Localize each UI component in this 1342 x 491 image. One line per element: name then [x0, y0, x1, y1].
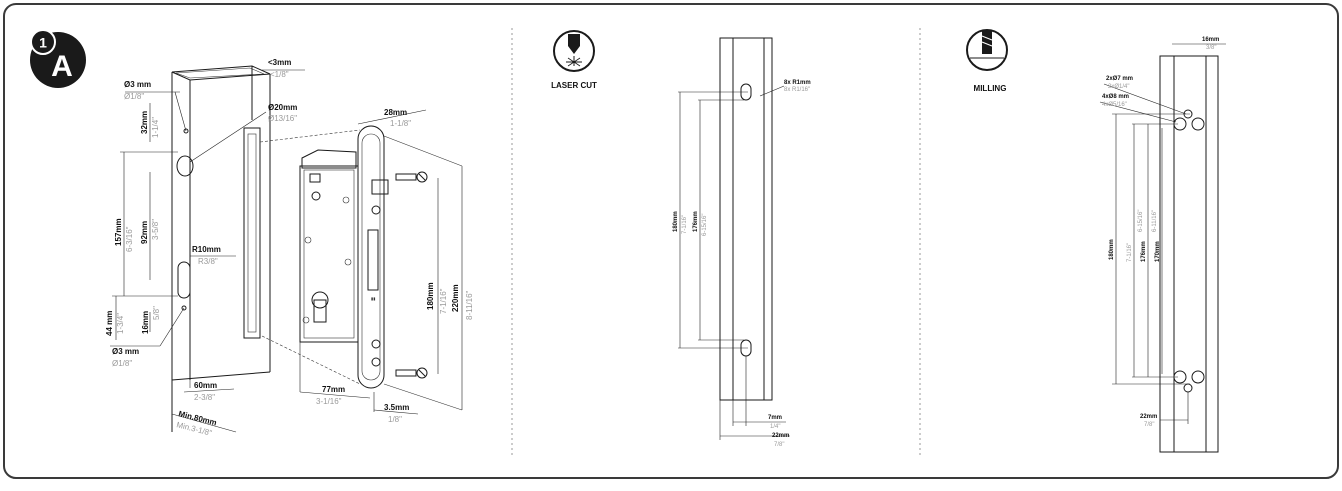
label-16: 16mm: [141, 311, 150, 334]
step-badge: 1 A: [30, 29, 86, 88]
label-hole3-bottom: Ø3 mm: [112, 347, 139, 356]
label-wall-imp: <1/8": [270, 70, 289, 79]
milling-icon: [966, 29, 1008, 71]
label-laser-22-imp: 7/8": [774, 442, 784, 448]
label-laser-180-imp: 7-1/16": [682, 215, 688, 234]
label-laser-slot-imp: 8x R1/16": [784, 87, 810, 93]
label-mill-h8: 4xØ8 mm: [1102, 94, 1129, 100]
label-16-imp: 5/8": [152, 306, 161, 320]
label-35: 3.5mm: [384, 403, 409, 412]
step-letter: A: [51, 50, 73, 83]
label-laser-176: 176mm: [693, 211, 699, 232]
label-32-imp: 1-1/4": [151, 117, 160, 138]
label-laser-180: 180mm: [673, 211, 679, 232]
label-r10-imp: R3/8": [198, 257, 218, 266]
svg-text:▮▮: ▮▮: [371, 296, 375, 301]
label-r10: R10mm: [192, 245, 221, 254]
label-180-imp: 7-1/16": [439, 288, 448, 314]
label-157-imp: 6-3/16": [125, 226, 134, 252]
label-60-imp: 2-3/8": [194, 393, 215, 402]
label-mill-h7: 2xØ7 mm: [1106, 76, 1133, 82]
milling-dimensions: 16mm 3/8" 2xØ7 mm 2xØ1/4" 4xØ8 mm 4xØ5/1…: [1099, 37, 1226, 428]
label-hole20: Ø20mm: [268, 103, 297, 112]
label-mill-180: 180mm: [1109, 239, 1115, 260]
label-60: 60mm: [194, 381, 217, 390]
label-mill-h8-imp: 4xØ5/16": [1102, 102, 1127, 108]
laser-icon: [553, 30, 595, 72]
label-wall: <3mm: [268, 58, 291, 67]
label-hole20-imp: Ø13/16": [268, 114, 297, 123]
label-28-imp: 1-1/8": [390, 119, 411, 128]
label-mill-170-imp: 6-11/16": [1152, 210, 1158, 232]
label-hole3-bottom-imp: Ø1/8": [112, 359, 132, 368]
lock-body-drawing: ▮▮: [259, 125, 428, 389]
label-28: 28mm: [384, 108, 407, 117]
frame-border: [3, 3, 1339, 479]
label-mill-180-imp: 7-1/16": [1127, 243, 1133, 262]
lock-dimensions: 28mm 1-1/8" 180mm 7-1/16" 220mm 8-11/16"…: [299, 108, 474, 424]
label-mill-176-imp: 6-15/16": [1138, 210, 1144, 232]
label-44-imp: 1-3/4": [116, 313, 125, 334]
tube-drawing: [171, 65, 271, 432]
laser-cut-label: LASER CUT: [551, 81, 597, 90]
label-laser-176-imp: 6-15/16": [702, 214, 708, 236]
label-mill-176: 176mm: [1141, 241, 1147, 262]
label-92-imp: 3-5/8": [151, 219, 160, 240]
label-180: 180mm: [426, 282, 435, 310]
label-laser-7: 7mm: [768, 415, 782, 421]
label-mill-170: 170mm: [1155, 241, 1161, 262]
tube-dimensions: Ø3 mm Ø1/8" <3mm <1/8" Ø20mm Ø13/16" R10…: [105, 58, 305, 438]
label-92: 92mm: [140, 221, 149, 244]
label-77: 77mm: [322, 385, 345, 394]
laser-profile-drawing: [719, 37, 773, 401]
label-220: 220mm: [451, 284, 460, 312]
label-77-imp: 3-1/16": [316, 397, 342, 406]
label-157: 157mm: [114, 218, 123, 246]
laser-dimensions: 8x R1mm 8x R1/16" 180mm 7-1/16" 176mm 6-…: [673, 80, 811, 448]
label-44: 44 mm: [105, 311, 114, 336]
label-hole3-top-imp: Ø1/8": [124, 92, 144, 101]
label-mill-16-imp: 3/8": [1206, 45, 1216, 51]
milling-profile-drawing: [1159, 55, 1219, 453]
label-laser-7-imp: 1/4": [770, 424, 780, 430]
label-220-imp: 8-11/16": [465, 290, 474, 320]
label-35-imp: 1/8": [388, 415, 402, 424]
label-mill-16: 16mm: [1202, 37, 1219, 43]
label-mill-22-imp: 7/8": [1144, 422, 1154, 428]
label-hole3-top: Ø3 mm: [124, 80, 151, 89]
label-32: 32mm: [140, 111, 149, 134]
label-laser-22: 22mm: [772, 433, 789, 439]
label-mill-22: 22mm: [1140, 414, 1157, 420]
step-number: 1: [39, 35, 47, 51]
screw-bottom: [395, 367, 428, 379]
label-laser-slot: 8x R1mm: [784, 80, 811, 86]
milling-label: MILLING: [974, 84, 1007, 93]
screw-top: [395, 171, 428, 183]
label-mill-h7-imp: 2xØ1/4": [1108, 84, 1129, 90]
